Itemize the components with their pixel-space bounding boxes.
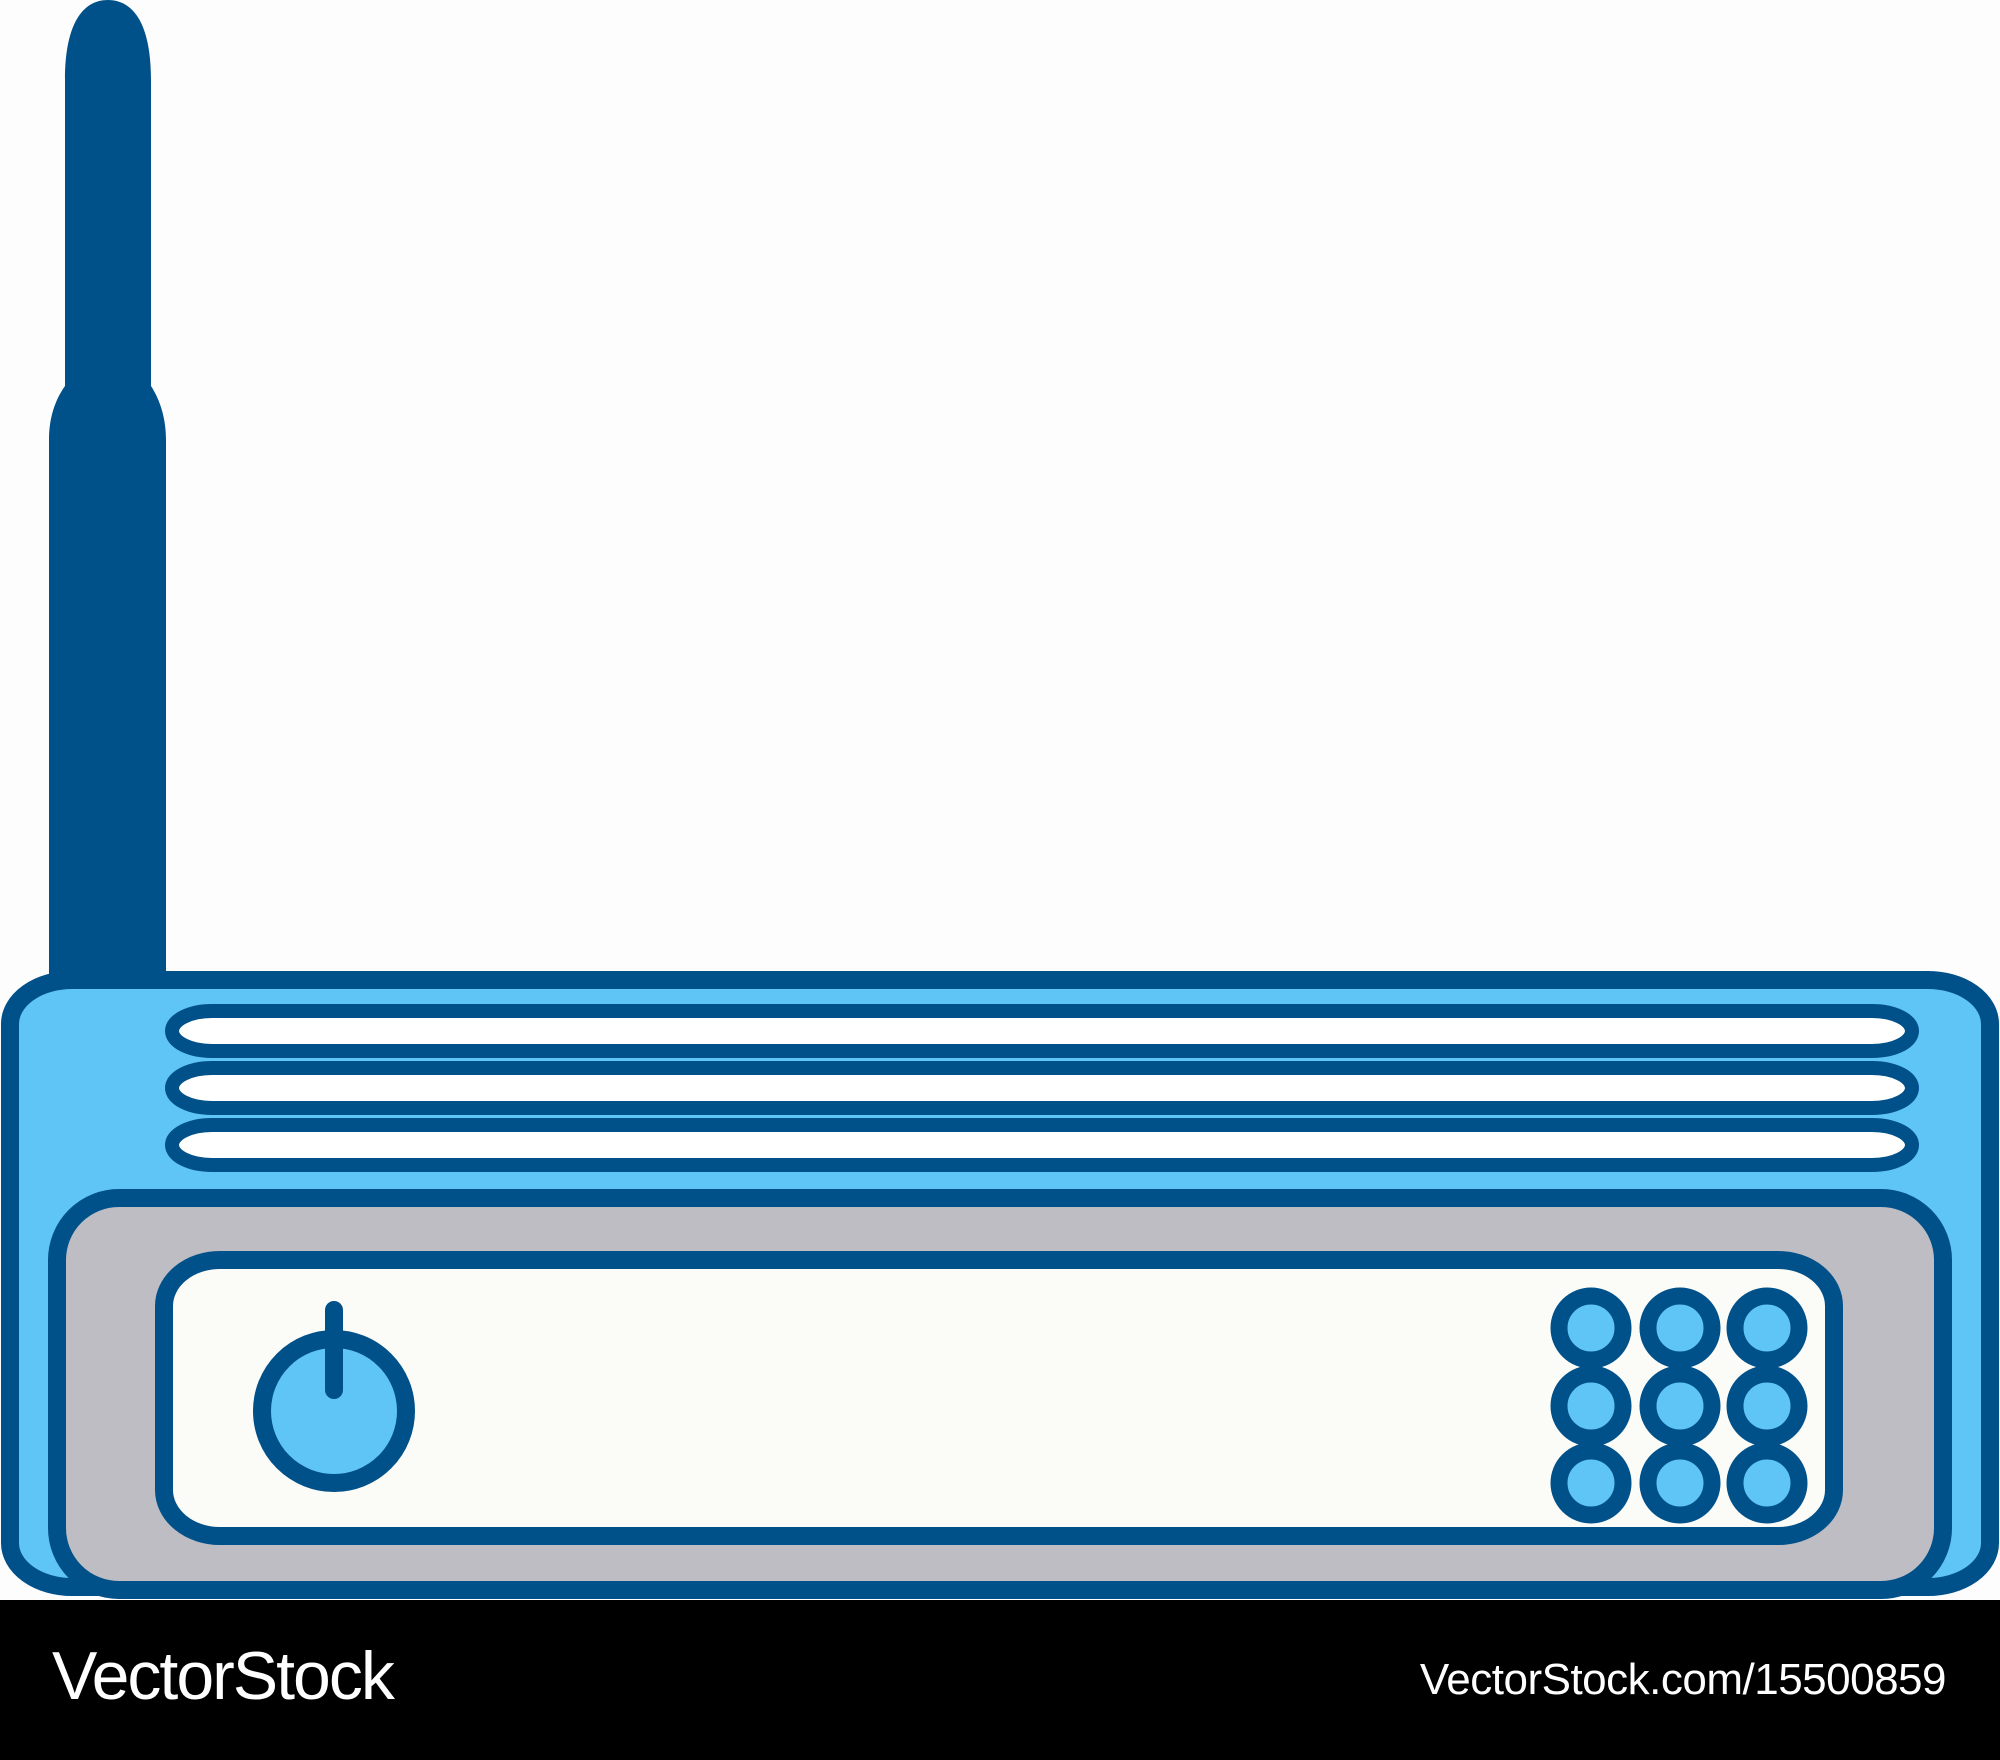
vent-slot-icon (165, 1061, 1919, 1115)
power-button-icon (253, 1301, 415, 1492)
led-indicator-icon (1726, 1365, 1808, 1447)
led-grid (1550, 1287, 1808, 1524)
display-panel (155, 1251, 1843, 1545)
led-indicator-icon (1550, 1287, 1632, 1369)
led-indicator-icon (1550, 1365, 1632, 1447)
vent-slots (165, 1004, 1919, 1172)
led-indicator-icon (1726, 1287, 1808, 1369)
led-indicator-icon (1726, 1442, 1808, 1524)
router-illustration (1, 0, 1999, 1599)
watermark-bar: VectorStock VectorStock.com/15500859 (0, 1600, 2000, 1760)
led-indicator-icon (1639, 1442, 1721, 1524)
watermark-url: VectorStock.com/15500859 (1419, 1655, 1947, 1704)
watermark-brand: VectorStock (52, 1638, 395, 1714)
vent-slot-icon (165, 1118, 1919, 1172)
led-indicator-icon (1639, 1287, 1721, 1369)
led-indicator-icon (1639, 1365, 1721, 1447)
vent-slot-icon (165, 1004, 1919, 1058)
led-indicator-icon (1550, 1442, 1632, 1524)
antenna-icon (49, 0, 166, 985)
